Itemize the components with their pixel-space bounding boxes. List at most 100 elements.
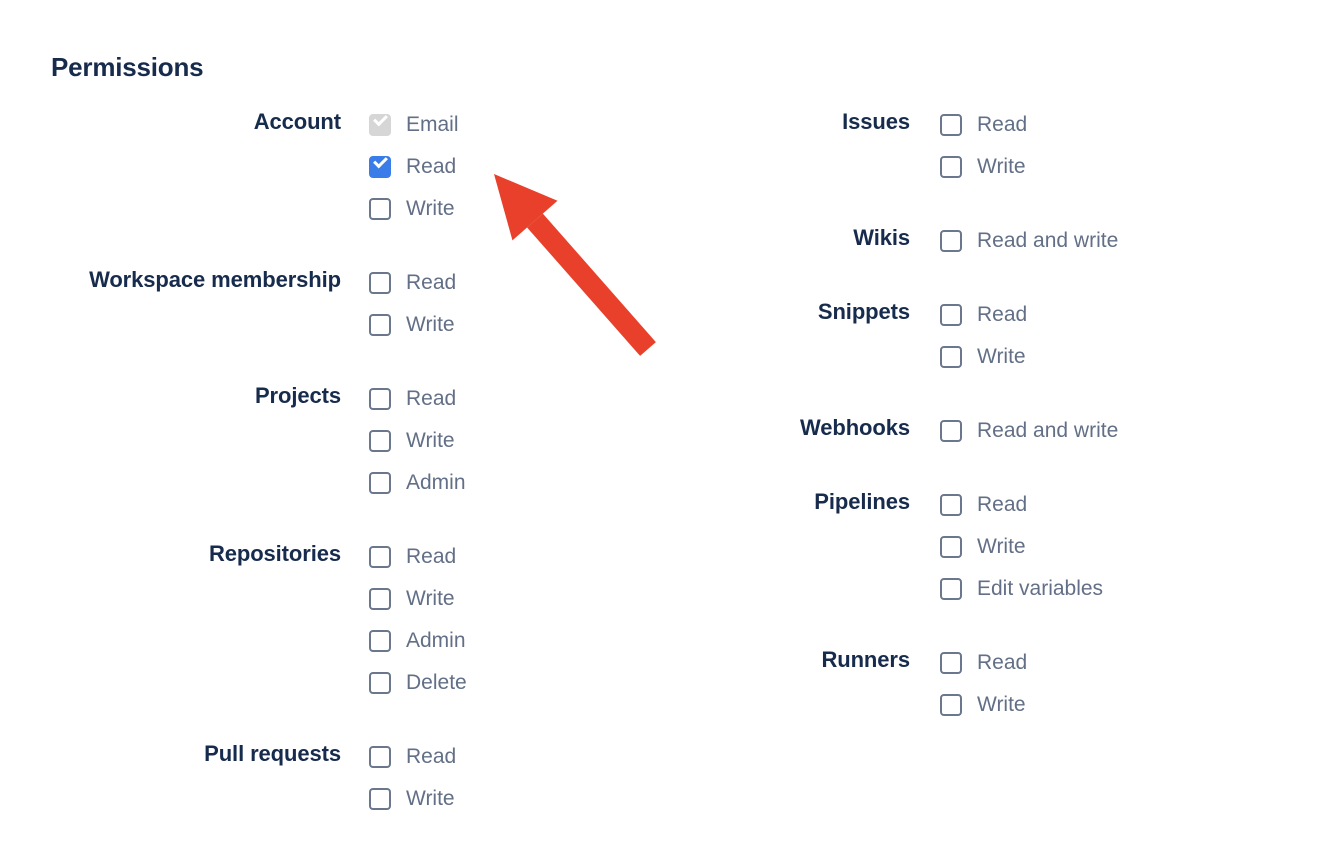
permission-option-row[interactable]: Write	[369, 188, 660, 230]
permission-option-label: Delete	[406, 671, 467, 694]
permission-option-row[interactable]: Write	[940, 526, 1320, 568]
permission-group-label: Repositories	[208, 541, 341, 566]
checkbox-unchecked-icon[interactable]	[369, 388, 391, 410]
permission-group: Webhooks Read and write	[660, 410, 1320, 452]
checkbox-unchecked-icon[interactable]	[940, 694, 962, 716]
permission-option-row[interactable]: Read	[369, 378, 660, 420]
permission-option-row[interactable]: Write	[369, 578, 660, 620]
permission-option-label: Read and write	[977, 229, 1119, 252]
checkbox-unchecked-icon[interactable]	[940, 536, 962, 558]
permission-option-row[interactable]: Read	[369, 736, 660, 778]
permission-option-label: Read	[977, 651, 1028, 674]
permission-option-label: Read	[977, 303, 1028, 326]
checkbox-unchecked-icon[interactable]	[940, 346, 962, 368]
checkbox-unchecked-icon[interactable]	[940, 230, 962, 252]
checkbox-unchecked-icon[interactable]	[369, 472, 391, 494]
checkbox-unchecked-icon[interactable]	[369, 788, 391, 810]
permission-option-row[interactable]: Email	[369, 104, 660, 146]
permission-option-label: Write	[977, 155, 1026, 178]
permission-option-row[interactable]: Read	[940, 642, 1320, 684]
checkbox-unchecked-icon[interactable]	[940, 652, 962, 674]
permission-group-label: Wikis	[853, 225, 910, 250]
permission-option-row[interactable]: Read	[940, 104, 1320, 146]
permission-option-row[interactable]: Write	[940, 146, 1320, 188]
permission-group-label: Issues	[842, 109, 910, 134]
permission-option-label: Read	[977, 493, 1028, 516]
checkbox-checked-icon[interactable]	[369, 153, 391, 178]
check-mark-icon	[373, 111, 388, 127]
permission-group: Wikis Read and write	[660, 220, 1320, 262]
checkbox-unchecked-icon[interactable]	[940, 156, 962, 178]
permission-option-row[interactable]: Write	[369, 420, 660, 462]
check-mark-icon	[373, 153, 388, 169]
checkbox-unchecked-icon[interactable]	[369, 672, 391, 694]
permission-option-row[interactable]: Write	[940, 336, 1320, 378]
permission-option-row[interactable]: Admin	[369, 620, 660, 662]
checkbox-unchecked-icon[interactable]	[369, 430, 391, 452]
permission-group-label: Pull requests	[204, 741, 341, 766]
permission-option-label: Read	[406, 387, 457, 410]
permission-group-label: Snippets	[817, 299, 910, 324]
permission-option-label: Read	[977, 113, 1028, 136]
permission-option-list: Read and write	[940, 410, 1320, 452]
permission-option-row[interactable]: Read	[940, 484, 1320, 526]
permission-option-row[interactable]: Read	[369, 146, 660, 188]
checkbox-unchecked-icon[interactable]	[940, 304, 962, 326]
checkbox-unchecked-icon[interactable]	[369, 546, 391, 568]
permission-option-label: Admin	[406, 629, 466, 652]
permission-option-row[interactable]: Read	[369, 262, 660, 304]
permission-option-row[interactable]: Admin	[369, 462, 660, 504]
permission-option-row[interactable]: Delete	[369, 662, 660, 704]
checkbox-unchecked-icon[interactable]	[940, 578, 962, 600]
permission-option-label: Email	[406, 113, 459, 136]
checkbox-unchecked-icon[interactable]	[369, 272, 391, 294]
permission-option-label: Admin	[406, 471, 466, 494]
permission-option-label: Write	[977, 535, 1026, 558]
permission-option-row[interactable]: Write	[369, 304, 660, 346]
permission-option-row[interactable]: Read	[369, 536, 660, 578]
checkbox-unchecked-icon[interactable]	[369, 630, 391, 652]
permission-option-label: Edit variables	[977, 577, 1104, 600]
checkbox-unchecked-icon[interactable]	[369, 198, 391, 220]
checkbox-unchecked-icon[interactable]	[369, 314, 391, 336]
permission-option-row[interactable]: Read	[940, 294, 1320, 336]
permission-option-row[interactable]: Write	[940, 684, 1320, 726]
checkbox-unchecked-icon[interactable]	[369, 746, 391, 768]
permission-option-label: Write	[406, 313, 455, 336]
permission-option-list: Read and write	[940, 220, 1320, 262]
permission-option-label: Write	[406, 587, 455, 610]
checkbox-unchecked-icon[interactable]	[940, 494, 962, 516]
permission-option-label: Write	[406, 197, 455, 220]
permission-group-label: Webhooks	[799, 415, 910, 440]
permission-option-row[interactable]: Write	[369, 778, 660, 820]
checkbox-unchecked-icon[interactable]	[940, 114, 962, 136]
permission-option-label: Read	[406, 745, 457, 768]
checkbox-unchecked-icon[interactable]	[369, 588, 391, 610]
permission-option-row[interactable]: Read and write	[940, 410, 1320, 452]
permission-group-label: Workspace membership	[89, 267, 341, 292]
permission-option-row[interactable]: Read and write	[940, 220, 1320, 262]
permission-option-label: Write	[406, 429, 455, 452]
permission-option-row[interactable]: Edit variables	[940, 568, 1320, 610]
checkbox-unchecked-icon[interactable]	[940, 420, 962, 442]
permission-option-label: Read	[406, 545, 457, 568]
permission-option-label: Read	[406, 155, 457, 178]
permission-option-label: Write	[406, 787, 455, 810]
